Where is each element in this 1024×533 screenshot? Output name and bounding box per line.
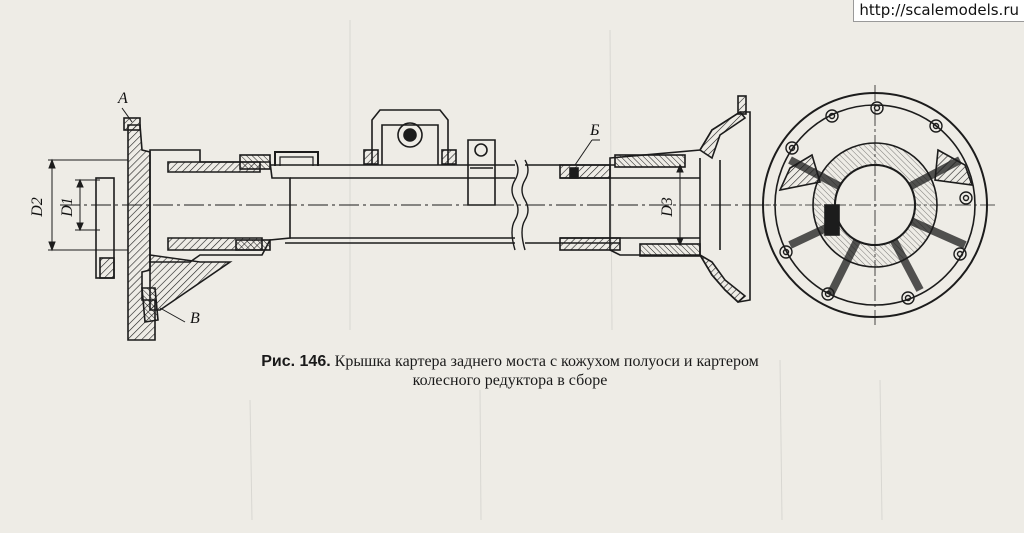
figure-caption: Рис. 146. Крышка картера заднего моста с… [160, 352, 860, 390]
label-d2: D2 [28, 197, 46, 217]
label-d3: D3 [658, 197, 676, 217]
spring-pad-mount [363, 109, 496, 206]
figure-number: Рис. 146. [261, 353, 331, 370]
end-view [755, 85, 995, 325]
site-watermark: http://scalemodels.ru [853, 0, 1024, 22]
caption-line-2: колесного редуктора в сборе [412, 372, 608, 389]
page-texture [249, 20, 883, 521]
wheel-reducer-housing-section [609, 95, 751, 304]
label-v: В [190, 310, 200, 327]
dimension-lines [48, 107, 684, 323]
section-break [511, 159, 529, 251]
left-flange-assembly [95, 117, 291, 341]
label-d1: D1 [58, 197, 76, 217]
caption-line-1: Крышка картера заднего моста с кожухом п… [334, 353, 759, 370]
axle-tube-left [270, 151, 515, 244]
label-a: А [118, 90, 128, 107]
label-b: Б [590, 122, 600, 139]
